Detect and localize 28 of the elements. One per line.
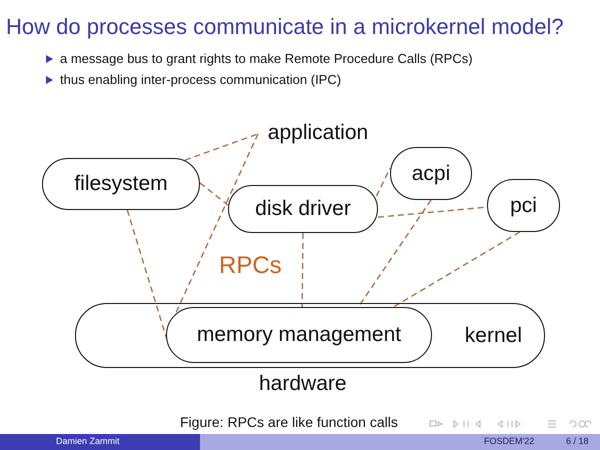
process-pill bbox=[487, 179, 560, 232]
dashed-connector bbox=[200, 182, 228, 206]
process-pill bbox=[42, 158, 200, 210]
dashed-connector bbox=[126, 210, 168, 338]
edge-group-label: RPCs bbox=[219, 252, 282, 280]
dashed-connector bbox=[302, 233, 304, 308]
process-pill bbox=[228, 185, 378, 233]
node-text: kernel bbox=[464, 324, 522, 348]
layer-label: hardware bbox=[259, 372, 347, 396]
slide-title: How do processes communicate in a microkernel model? bbox=[6, 14, 564, 40]
figure-caption: Figure: RPCs are like function calls bbox=[180, 414, 398, 430]
node-text: pci bbox=[510, 194, 537, 218]
process-pill bbox=[75, 303, 545, 368]
node-text: disk driver bbox=[255, 197, 351, 221]
footer-text: 6 / 18 bbox=[566, 436, 589, 446]
footer-text: FOSDEM'22 bbox=[484, 436, 534, 446]
node-text: memory management bbox=[196, 323, 402, 347]
node-text: filesystem bbox=[74, 172, 168, 196]
bullet-text: a message bus to grant rights to make Remote Procedure Calls (RPCs) bbox=[60, 51, 473, 66]
process-pill bbox=[390, 147, 472, 200]
process-pill bbox=[166, 307, 432, 363]
bullet-text: thus enabling inter-process communication (IPC) bbox=[60, 72, 342, 87]
dashed-connector bbox=[376, 168, 391, 196]
dashed-connector bbox=[392, 231, 520, 308]
node-text: application bbox=[268, 121, 368, 145]
dashed-connector bbox=[184, 133, 258, 161]
footer-author: Damien Zammit bbox=[56, 436, 120, 446]
node-text: acpi bbox=[412, 162, 450, 186]
